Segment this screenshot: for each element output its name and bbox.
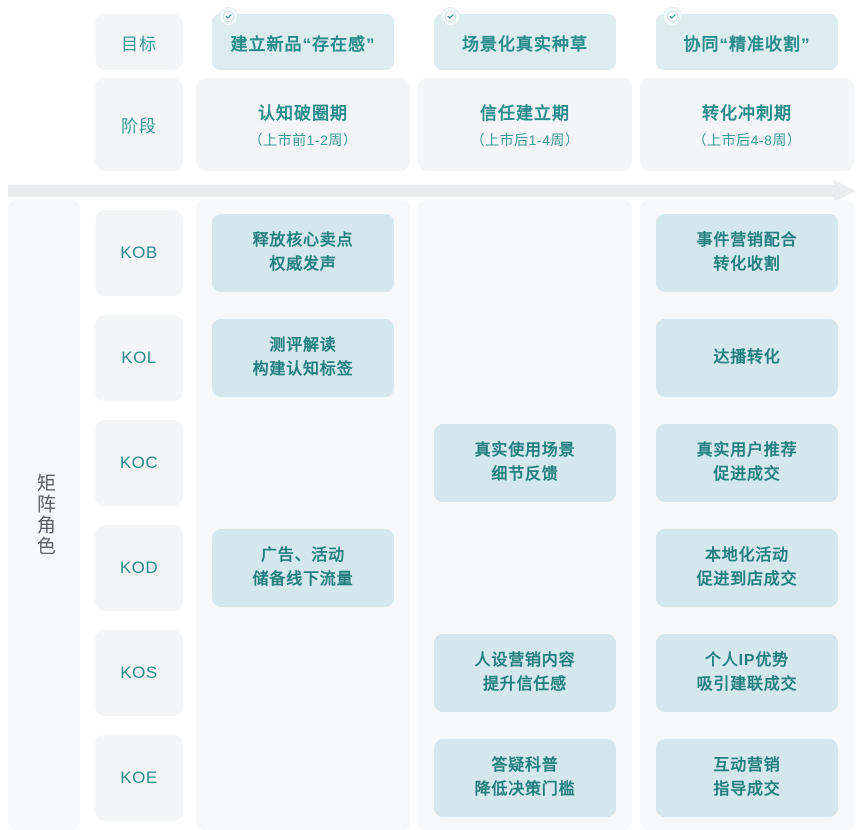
role-matrix-grid: 矩阵角色 KOB KOL KOC KOD KOS KOE 释放核心卖点 权威发声 事件营销配… — [0, 200, 864, 830]
matrix-cell-label: 本地化活动 促进到店成交 — [696, 547, 798, 588]
row-header-stage-label: 阶段 — [121, 117, 157, 136]
stage-card-phase-3[interactable]: 转化冲刺期 （上市后4-8周） — [640, 78, 854, 171]
role-axis-title: 矩阵角色 — [8, 200, 80, 830]
phase-header-area: 目标 阶段 建立新品“存在感” 场景化真实种草 — [0, 0, 864, 175]
matrix-cell-kos-phase-3[interactable]: 个人IP优势 吸引建联成交 — [656, 633, 838, 712]
matrix-cell-label: 广告、活动 储备线下流量 — [252, 547, 354, 588]
role-chip-kob[interactable]: KOB — [95, 209, 183, 296]
matrix-cell-koe-phase-2[interactable]: 答疑科普 降低决策门槛 — [434, 738, 616, 817]
matrix-cell-label: 人设营销内容 提升信任感 — [474, 652, 576, 693]
stage-subtitle: （上市后1-4周） — [470, 132, 580, 148]
column-panel-phase-3 — [640, 200, 854, 830]
matrix-cell-label: 测评解读 构建认知标签 — [252, 337, 354, 378]
role-chip-label: KOD — [119, 557, 159, 577]
column-panel-phase-1 — [196, 200, 410, 830]
matrix-cell-kob-phase-1[interactable]: 释放核心卖点 权威发声 — [212, 213, 394, 292]
matrix-cell-label: 释放核心卖点 权威发声 — [252, 232, 354, 273]
matrix-cell-label: 事件营销配合 转化收割 — [696, 232, 798, 273]
stage-title: 转化冲刺期 — [702, 104, 792, 123]
check-circle-icon — [664, 8, 681, 25]
matrix-cell-kos-phase-2[interactable]: 人设营销内容 提升信任感 — [434, 633, 616, 712]
role-chip-kod[interactable]: KOD — [95, 524, 183, 611]
matrix-cell-kob-phase-3[interactable]: 事件营销配合 转化收割 — [656, 213, 838, 292]
matrix-cell-kol-phase-3[interactable]: 达播转化 — [656, 318, 838, 397]
matrix-cell-kod-phase-1[interactable]: 广告、活动 储备线下流量 — [212, 528, 394, 607]
row-header-goal: 目标 — [95, 14, 183, 70]
goal-card-phase-3[interactable]: 协同“精准收割” — [656, 8, 838, 70]
row-header-stage: 阶段 — [95, 78, 183, 171]
role-chip-koc[interactable]: KOC — [95, 419, 183, 506]
matrix-cell-label: 真实用户推荐 促进成交 — [696, 442, 798, 483]
matrix-cell-koc-phase-3[interactable]: 真实用户推荐 促进成交 — [656, 423, 838, 502]
matrix-cell-label: 互动营销 指导成交 — [713, 757, 781, 798]
check-circle-icon — [442, 8, 459, 25]
role-axis-panel — [8, 200, 80, 830]
role-chip-koe[interactable]: KOE — [95, 734, 183, 821]
stage-title: 信任建立期 — [480, 104, 570, 123]
matrix-cell-kol-phase-1[interactable]: 测评解读 构建认知标签 — [212, 318, 394, 397]
role-axis-label: 矩阵角色 — [33, 473, 55, 557]
timeline-arrow — [8, 180, 856, 202]
goal-card-phase-1[interactable]: 建立新品“存在感” — [212, 8, 394, 70]
role-chip-kos[interactable]: KOS — [95, 629, 183, 716]
goal-card-label: 协同“精准收割” — [683, 34, 811, 54]
role-chip-label: KOC — [119, 452, 159, 472]
right-arrow-timeline-icon — [8, 180, 856, 202]
stage-card-phase-1[interactable]: 认知破圈期 （上市前1-2周） — [196, 78, 410, 171]
matrix-cell-label: 达播转化 — [713, 348, 781, 366]
row-header-goal-label: 目标 — [121, 34, 157, 54]
matrix-cell-kod-phase-3[interactable]: 本地化活动 促进到店成交 — [656, 528, 838, 607]
stage-subtitle: （上市前1-2周） — [248, 132, 358, 148]
stage-subtitle: （上市后4-8周） — [692, 132, 802, 148]
goal-card-phase-2[interactable]: 场景化真实种草 — [434, 8, 616, 70]
matrix-cell-label: 个人IP优势 吸引建联成交 — [696, 652, 798, 693]
role-chip-label: KOS — [120, 662, 158, 682]
role-chip-kol[interactable]: KOL — [95, 314, 183, 401]
role-chip-label: KOE — [120, 767, 158, 787]
column-panel-phase-2 — [418, 200, 632, 830]
stage-title: 认知破圈期 — [258, 104, 348, 123]
check-circle-icon — [220, 8, 237, 25]
matrix-cell-koc-phase-2[interactable]: 真实使用场景 细节反馈 — [434, 423, 616, 502]
matrix-cell-label: 真实使用场景 细节反馈 — [474, 442, 576, 483]
role-chip-label: KOB — [120, 242, 158, 262]
matrix-cell-koe-phase-3[interactable]: 互动营销 指导成交 — [656, 738, 838, 817]
goal-card-label: 建立新品“存在感” — [230, 34, 376, 54]
matrix-cell-label: 答疑科普 降低决策门槛 — [474, 757, 576, 798]
goal-card-label: 场景化真实种草 — [462, 34, 588, 54]
role-chip-label: KOL — [121, 347, 157, 367]
stage-card-phase-2[interactable]: 信任建立期 （上市后1-4周） — [418, 78, 632, 171]
